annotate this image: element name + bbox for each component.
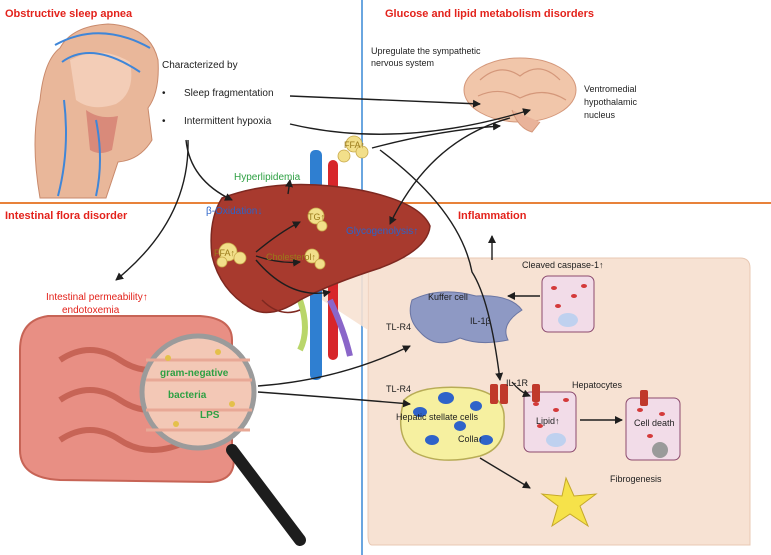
lps-label: LPS — [200, 410, 220, 421]
upregulate-line-2: nervous system — [371, 58, 435, 68]
brain-icon — [463, 57, 577, 133]
tlr4-top-label: TL-R4 — [386, 322, 412, 332]
bullet-1: • — [162, 88, 166, 99]
cell-death-label: Cell death — [634, 418, 675, 428]
ffa-droplets-liver — [216, 242, 247, 268]
cholesterol-droplets — [304, 248, 326, 270]
tg-label: TG↑ — [308, 212, 325, 222]
caspase-label: Cleaved caspase-1↑ — [522, 260, 604, 270]
tlr4-bottom-label: TL-R4 — [386, 384, 412, 394]
cholesterol-label: Cholesterol↑ — [266, 252, 317, 262]
characterized-label: Characterized by — [162, 60, 238, 71]
colla-label: Colla↑ — [458, 434, 484, 444]
upregulate-line-1: Upregulate the sympathetic — [371, 46, 481, 56]
glycogenolysis-label: Glycogenolysis↑ — [346, 226, 419, 237]
hepatocyte-icon — [523, 275, 681, 461]
intermittent-hypoxia-label: Intermittent hypoxia — [184, 116, 272, 127]
header-glucose: Glucose and lipid metabolism disorders — [385, 8, 595, 20]
ffa-droplets-blood — [337, 135, 369, 163]
gram-negative-line-2: bacteria — [168, 390, 207, 401]
liver-icon — [210, 183, 431, 314]
stellate-label: Hepatic stellate cells — [396, 412, 479, 422]
fibroblast-icon — [540, 476, 598, 528]
header-inflammation: Inflammation — [458, 210, 527, 222]
tg-droplets — [307, 207, 328, 232]
bullet-2: • — [162, 116, 166, 127]
receptor-icons — [490, 384, 648, 406]
header-osa: Obstructive sleep apnea — [5, 8, 133, 20]
permeability-line-2: endotoxemia — [62, 305, 120, 316]
ffa-liver-label: FFA↑ — [214, 248, 236, 258]
il1b-label: IL-1β — [470, 316, 491, 326]
kupffer-cell-icon — [409, 291, 523, 344]
hyperlipidemia-label: Hyperlipidemia — [234, 172, 301, 183]
ffa-blood-label: FFA↑ — [344, 140, 366, 150]
arrows — [115, 95, 623, 489]
il1r-label: IL-1R — [506, 378, 529, 388]
kuffer-label: Kuffer cell — [428, 292, 468, 302]
beta-oxidation-label: β-Oxidation↓ — [206, 206, 263, 217]
hepatocytes-label: Hepatocytes — [572, 380, 623, 390]
gram-negative-line-1: gram-negative — [160, 368, 229, 379]
nucleus-line-1: Ventromedial — [584, 84, 637, 94]
head-anatomy-icon — [34, 23, 159, 199]
nucleus-line-2: hypothalamic — [584, 97, 638, 107]
lipid-label: Lipid↑ — [536, 416, 560, 426]
permeability-line-1: Intestinal permeability↑ — [46, 292, 148, 303]
nucleus-line-3: nucleus — [584, 110, 616, 120]
stellate-cell-icon — [399, 386, 505, 461]
header-flora: Intestinal flora disorder — [5, 210, 128, 222]
fibrogenesis-label: Fibrogenesis — [610, 474, 662, 484]
sleep-fragmentation-label: Sleep fragmentation — [184, 88, 274, 99]
magnifier-icon — [139, 333, 306, 546]
